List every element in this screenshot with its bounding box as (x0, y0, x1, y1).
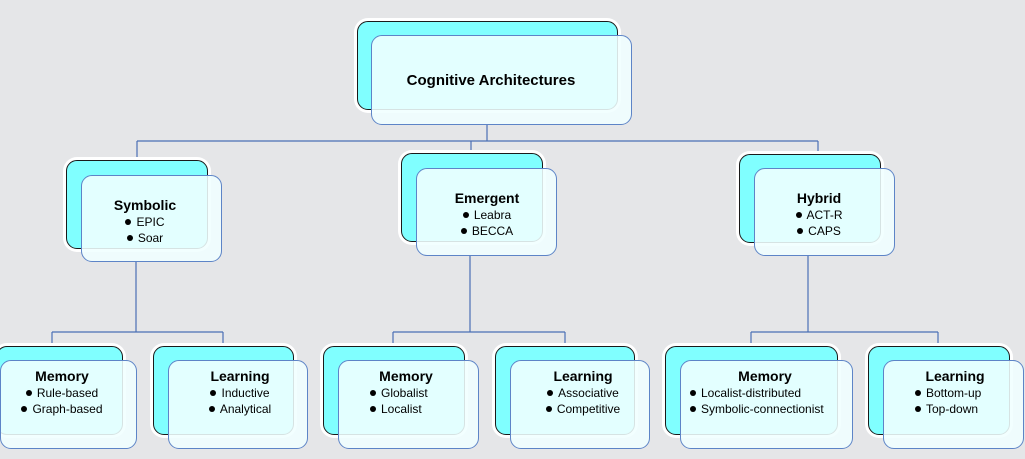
bullet-icon (370, 405, 376, 412)
node-title: Learning (925, 368, 985, 384)
bullet-icon (460, 227, 467, 234)
node-front (416, 168, 557, 256)
node-item: Soar (90, 230, 200, 246)
node-front (754, 168, 895, 256)
bullet-icon (462, 211, 469, 218)
node-item: ACT-R (763, 207, 875, 223)
node-item: Analytical (200, 401, 280, 417)
root-node-front (371, 35, 632, 125)
node-title: Memory (35, 368, 89, 384)
node-title: Emergent (454, 190, 520, 206)
bullet-icon (126, 234, 133, 241)
bullet-icon (690, 389, 696, 396)
bullet-icon (125, 218, 132, 225)
node-item: Bottom-up (915, 385, 995, 401)
bullet-icon (795, 211, 802, 218)
node-item: Symbolic-connectionist (690, 401, 840, 417)
node-front (0, 360, 137, 449)
node-item: Top-down (915, 401, 995, 417)
node-item: Localist (370, 401, 442, 417)
bullet-icon (915, 389, 921, 396)
node-front (81, 175, 222, 262)
bullet-icon (21, 405, 28, 412)
node-title: Symbolic (113, 197, 177, 213)
node-item: Graph-based (0, 401, 124, 417)
node-item: Leabra (428, 207, 546, 223)
root-title: Cognitive Architectures (406, 72, 576, 89)
node-item: Globalist (370, 385, 442, 401)
bullet-icon (690, 405, 696, 412)
node-title: Hybrid (796, 190, 842, 206)
node-title: Memory (379, 368, 433, 384)
node-item: Inductive (200, 385, 280, 401)
node-item: BECCA (428, 223, 546, 239)
bullet-icon (370, 389, 376, 396)
bullet-icon (547, 389, 554, 396)
node-item: Localist-distributed (690, 385, 840, 401)
node-title: Learning (553, 368, 613, 384)
node-front (883, 360, 1024, 449)
node-item: Rule-based (0, 385, 124, 401)
node-front (338, 360, 479, 449)
bullet-icon (915, 405, 921, 412)
node-item: CAPS (763, 223, 875, 239)
bullet-icon (208, 405, 215, 412)
node-title: Memory (738, 368, 792, 384)
bullet-icon (25, 389, 32, 396)
node-title: Learning (210, 368, 270, 384)
bullet-icon (545, 405, 552, 412)
node-item: Associative (538, 385, 628, 401)
node-front (510, 360, 650, 449)
node-front (168, 360, 308, 449)
node-item: EPIC (90, 214, 200, 230)
node-front (680, 360, 853, 449)
bullet-icon (797, 227, 804, 234)
node-item: Competitive (538, 401, 628, 417)
bullet-icon (210, 389, 217, 396)
